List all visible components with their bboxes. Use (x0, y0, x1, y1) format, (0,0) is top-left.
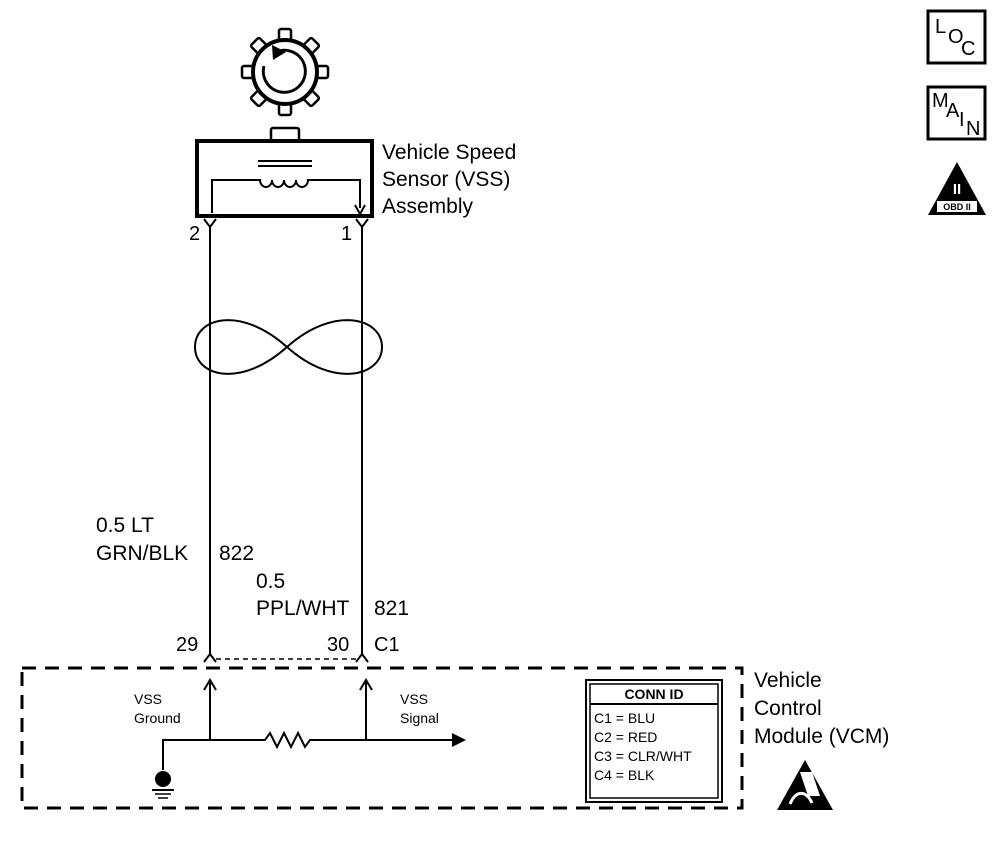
module-label-line-2: Control (754, 697, 822, 720)
main-letter-n: N (966, 118, 980, 140)
vss-signal-label-1: VSS (400, 691, 428, 707)
sensor-pin-2: 2 (189, 223, 200, 245)
vcm-terminal-29 (203, 652, 217, 663)
ground-icon (152, 771, 174, 799)
wire-821-size: 0.5 (256, 570, 285, 593)
conn-id-row-c4: C4 = BLK (594, 767, 655, 783)
sensor-pin-1: 1 (341, 223, 352, 245)
vcm-terminal-30 (355, 652, 369, 663)
vss-ground-label-2: Ground (134, 710, 181, 726)
sensor-label-line-1: Vehicle Speed (382, 141, 516, 164)
vcm-connector-c1: C1 (374, 634, 400, 656)
sensor-terminal-left (203, 218, 217, 229)
main-letter-i: I (959, 109, 965, 131)
wire-822-circuit: 822 (219, 542, 254, 565)
sensor-label-line-3: Assembly (382, 195, 474, 218)
conn-id-row-c1: C1 = BLU (594, 710, 655, 726)
vcm-internal-circuit (162, 678, 466, 770)
vcm-pin-30: 30 (327, 634, 349, 656)
conn-id-row-c3: C3 = CLR/WHT (594, 748, 692, 764)
obd-roman: II (953, 181, 961, 198)
wire-821-color: PPL/WHT (256, 597, 350, 620)
loc-letter-o: O (948, 26, 964, 48)
main-letter-m: M (932, 90, 949, 112)
wire-822-color: GRN/BLK (96, 542, 188, 565)
loc-letter-c: C (961, 38, 975, 60)
wire-821-circuit: 821 (374, 597, 409, 620)
vcm-boundary (20, 666, 744, 810)
sensor-terminal-right (355, 218, 369, 229)
conn-id-title: CONN ID (624, 686, 683, 702)
obd-ii-icon[interactable]: II OBD II (928, 162, 986, 215)
conn-id-table: CONN ID C1 = BLU C2 = RED C3 = CLR/WHT C… (585, 679, 723, 803)
conn-id-row-c2: C2 = RED (594, 729, 657, 745)
sensor-label-line-2: Sensor (VSS) (382, 168, 510, 191)
loc-letter-l: L (935, 16, 946, 38)
loc-icon[interactable]: L O C (926, 9, 987, 65)
main-letter-a: A (946, 100, 960, 122)
rotating-wheel-icon (240, 27, 330, 117)
vcm-pin-29: 29 (176, 634, 198, 656)
module-label-line-1: Vehicle (754, 669, 822, 692)
main-icon[interactable]: M A I N (926, 85, 987, 141)
esd-warning-icon (777, 760, 833, 810)
twisted-pair-symbol (193, 319, 384, 375)
vss-ground-label-1: VSS (134, 691, 162, 707)
vss-signal-label-2: Signal (400, 710, 439, 726)
module-label-line-3: Module (VCM) (754, 725, 889, 748)
vss-sensor-assembly (195, 126, 374, 218)
obd-text: OBD II (943, 202, 971, 212)
wire-822-size: 0.5 LT (96, 514, 154, 537)
